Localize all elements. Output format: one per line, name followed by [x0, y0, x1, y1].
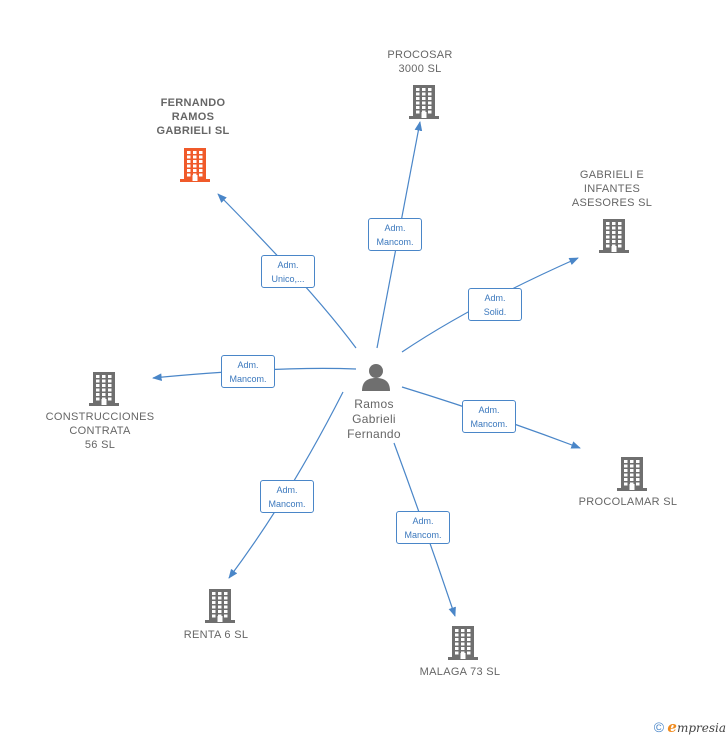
building-icon — [448, 626, 478, 660]
footer-brand: © empresia — [654, 718, 726, 736]
company-name: MALAGA 73 SL — [419, 666, 501, 678]
copyright-icon: © — [653, 719, 665, 735]
role-label-gabrieli-infantes[interactable]: Adm.Solid. — [468, 288, 522, 321]
brand-logo: empresia — [667, 718, 726, 736]
building-icon — [409, 85, 439, 119]
role-label-procolamar[interactable]: Adm.Mancom. — [462, 400, 516, 433]
building-icon — [205, 589, 235, 623]
role-label-construcciones[interactable]: Adm.Mancom. — [221, 355, 275, 388]
person-icon — [362, 364, 390, 391]
role-label-procosar[interactable]: Adm.Mancom. — [368, 218, 422, 251]
role-label-malaga73[interactable]: Adm.Mancom. — [396, 511, 450, 544]
company-name: RENTA 6 SL — [183, 629, 249, 641]
building-icon — [617, 457, 647, 491]
company-name: PROCOLAMAR SL — [578, 496, 678, 508]
building-icon — [180, 148, 210, 182]
building-icon — [599, 219, 629, 253]
role-label-renta6[interactable]: Adm.Mancom. — [260, 480, 314, 513]
building-icon — [89, 372, 119, 406]
role-label-fernando-ramos[interactable]: Adm.Unico,... — [261, 255, 315, 288]
person-name: Ramos Gabrieli Fernando — [347, 397, 401, 441]
